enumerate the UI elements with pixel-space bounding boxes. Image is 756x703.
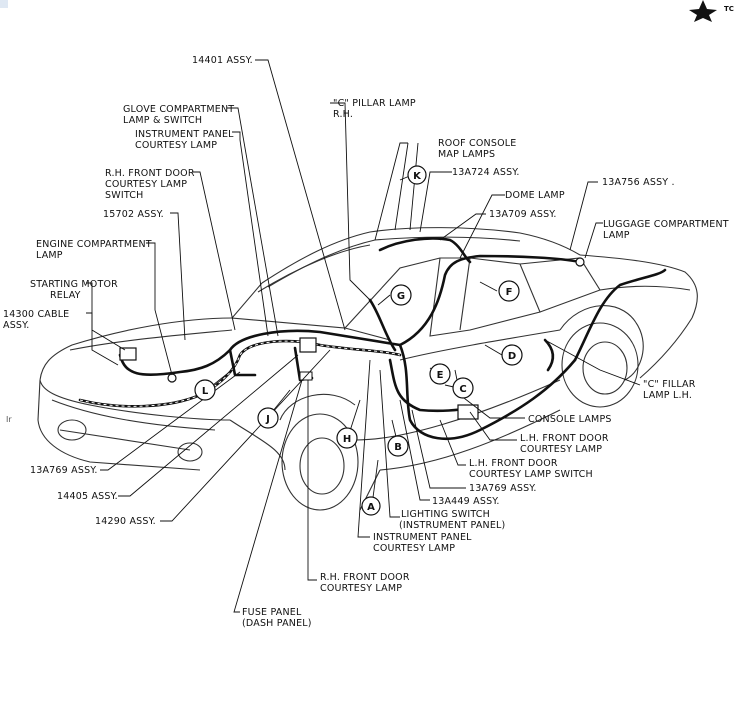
label-13a724: 13A724 ASSY. xyxy=(452,167,520,178)
top-left-mark xyxy=(0,0,8,8)
svg-text:J: J xyxy=(265,414,270,425)
wiring-harness xyxy=(78,237,667,441)
callout-J: J xyxy=(257,407,279,429)
label-rh-door-lamp-2: COURTESY LAMP xyxy=(320,583,402,594)
callout-E: E xyxy=(429,363,451,385)
label-c-pillar-lh-1: "C" FILLAR xyxy=(643,379,696,390)
label-14405: 14405 ASSY. xyxy=(57,491,118,502)
label-glove-1: GLOVE COMPARTMENT xyxy=(123,104,234,115)
label-fuse-2: (DASH PANEL) xyxy=(242,618,312,629)
svg-text:E: E xyxy=(437,370,444,381)
label-c-pillar-lh-2: LAMP L.H. xyxy=(643,390,692,401)
label-ip-courtesy-2: COURTESY LAMP xyxy=(135,140,217,151)
label-luggage-1: LUGGAGE COMPARTMENT xyxy=(603,219,729,230)
label-13a449: 13A449 ASSY. xyxy=(432,496,500,507)
left-fragment: Ir xyxy=(6,415,12,424)
svg-text:F: F xyxy=(506,287,513,298)
label-c-pillar-rh-2: R.H. xyxy=(333,109,353,120)
label-lh-door-switch-1: L.H. FRONT DOOR xyxy=(469,458,558,469)
label-glove-2: LAMP & SWITCH xyxy=(123,115,202,126)
label-rh-door-switch-3: SWITCH xyxy=(105,190,143,201)
callout-A: A xyxy=(361,496,381,516)
label-luggage-2: LAMP xyxy=(603,230,630,241)
labels: 14401 ASSY. GLOVE COMPARTMENT LAMP & SWI… xyxy=(3,55,729,629)
label-c-pillar-rh-1: "C" PILLAR LAMP xyxy=(333,98,416,109)
svg-text:H: H xyxy=(343,434,351,445)
label-roof-console-1: ROOF CONSOLE xyxy=(438,138,516,149)
label-rh-door-switch-2: COURTESY LAMP xyxy=(105,179,187,190)
corner-text: TC xyxy=(724,5,734,13)
corner-star-icon xyxy=(689,0,717,22)
svg-text:K: K xyxy=(413,171,422,182)
label-roof-console-2: MAP LAMPS xyxy=(438,149,495,160)
label-console-lamps: CONSOLE LAMPS xyxy=(528,414,612,425)
svg-text:B: B xyxy=(394,442,402,453)
svg-text:A: A xyxy=(367,502,375,513)
label-fuse-1: FUSE PANEL xyxy=(242,607,302,618)
label-rh-door-lamp-1: R.H. FRONT DOOR xyxy=(320,572,410,583)
svg-text:C: C xyxy=(459,384,466,395)
label-engine-1: ENGINE COMPARTMENT xyxy=(36,239,152,250)
label-engine-2: LAMP xyxy=(36,250,63,261)
label-cable-1: 14300 CABLE xyxy=(3,309,69,320)
callout-K: K xyxy=(407,165,427,185)
label-lh-door-switch-2: COURTESY LAMP SWITCH xyxy=(469,469,593,480)
label-rh-door-switch-1: R.H. FRONT DOOR xyxy=(105,168,195,179)
svg-text:D: D xyxy=(508,351,516,362)
label-ip-lamp-2: COURTESY LAMP xyxy=(373,543,455,554)
label-14401: 14401 ASSY. xyxy=(192,55,253,66)
label-lh-door-1: L.H. FRONT DOOR xyxy=(520,433,609,444)
callout-C: C xyxy=(452,377,474,399)
label-ip-lamp-1: INSTRUMENT PANEL xyxy=(373,532,472,543)
label-15702: 15702 ASSY. xyxy=(103,209,164,220)
callout-D: D xyxy=(501,344,523,366)
label-cable-2: ASSY. xyxy=(3,320,29,331)
svg-text:L: L xyxy=(202,386,209,397)
label-starting-2: RELAY xyxy=(50,290,81,301)
callout-H: H xyxy=(336,427,358,449)
callout-F: F xyxy=(498,280,520,302)
label-lh-door-2: COURTESY LAMP xyxy=(520,444,602,455)
label-13a769-right: 13A769 ASSY. xyxy=(469,483,537,494)
label-starting-1: STARTING MOTOR xyxy=(30,279,118,290)
label-ip-courtesy-1: INSTRUMENT PANEL xyxy=(135,129,234,140)
callout-B: B xyxy=(387,435,409,457)
label-lighting-2: (INSTRUMENT PANEL) xyxy=(399,520,505,531)
label-14290: 14290 ASSY. xyxy=(95,516,156,527)
callout-G: G xyxy=(390,284,412,306)
label-13a709: 13A709 ASSY. xyxy=(489,209,557,220)
label-13a769-left: 13A769 ASSY. xyxy=(30,465,98,476)
label-dome-lamp: DOME LAMP xyxy=(505,190,565,201)
leader-lines xyxy=(86,59,641,613)
label-lighting-1: LIGHTING SWITCH xyxy=(401,509,490,520)
svg-text:G: G xyxy=(397,291,405,302)
label-13a756: 13A756 ASSY . xyxy=(602,177,675,188)
callout-L: L xyxy=(194,379,216,401)
